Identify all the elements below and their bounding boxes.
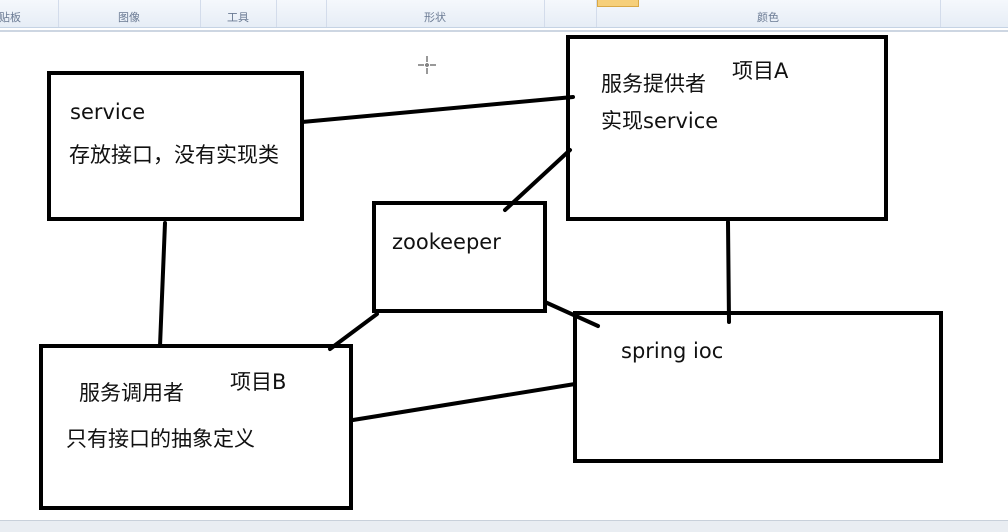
connector-zookeeper-spring: [543, 300, 600, 328]
ribbon-group-image[interactable]: 图像: [58, 0, 201, 27]
ribbon-group-label: 形状: [424, 11, 446, 24]
provider-box-description: 实现service: [601, 109, 719, 133]
ribbon-group-label: 剪贴板: [0, 11, 21, 24]
service-box: [47, 71, 304, 221]
service-box-title: service: [70, 100, 146, 124]
connector-consumer-spring: [351, 382, 577, 422]
crosshair-cursor-icon: [418, 56, 436, 74]
ribbon-group-tools[interactable]: 工具: [200, 0, 277, 27]
zookeeper-box: [372, 201, 547, 313]
ribbon-group-label: 工具: [227, 11, 249, 24]
ribbon-group-label: 图像: [118, 11, 140, 24]
spring-ioc-box: [573, 311, 943, 463]
ribbon-group-label: 颜色: [757, 11, 779, 24]
provider-project-tag: 项目A: [732, 59, 789, 83]
connector-zookeeper-provider: [503, 148, 572, 212]
ribbon-group-clipboard[interactable]: 剪贴板: [0, 0, 59, 27]
ribbon-group-colors[interactable]: 颜色: [596, 0, 941, 27]
canvas-top-edge: [0, 30, 1008, 32]
provider-box-title: 服务提供者: [601, 72, 706, 96]
zookeeper-label: zookeeper: [392, 230, 501, 254]
consumer-box-description: 只有接口的抽象定义: [66, 427, 255, 451]
ribbon-group-brushes[interactable]: [276, 0, 327, 27]
connector-zookeeper-consumer: [328, 312, 379, 351]
ribbon-group-shapes[interactable]: 形状: [326, 0, 545, 27]
spring-ioc-label: spring ioc: [621, 339, 724, 363]
connector-service-provider: [300, 95, 575, 124]
service-box-description: 存放接口，没有实现类: [69, 143, 279, 167]
ribbon-toolbar: 剪贴板 图像 工具 形状 颜色: [0, 0, 1008, 28]
selected-color-swatch[interactable]: [597, 0, 639, 7]
consumer-box: [39, 344, 353, 510]
provider-box: [566, 35, 888, 221]
consumer-project-tag: 项目B: [230, 370, 287, 394]
canvas-bottom-scrollbar[interactable]: [0, 520, 1008, 532]
connector-provider-spring: [726, 220, 731, 324]
consumer-box-title: 服务调用者: [79, 381, 184, 405]
connector-service-consumer: [158, 221, 167, 348]
ribbon-group-size[interactable]: [544, 0, 597, 27]
